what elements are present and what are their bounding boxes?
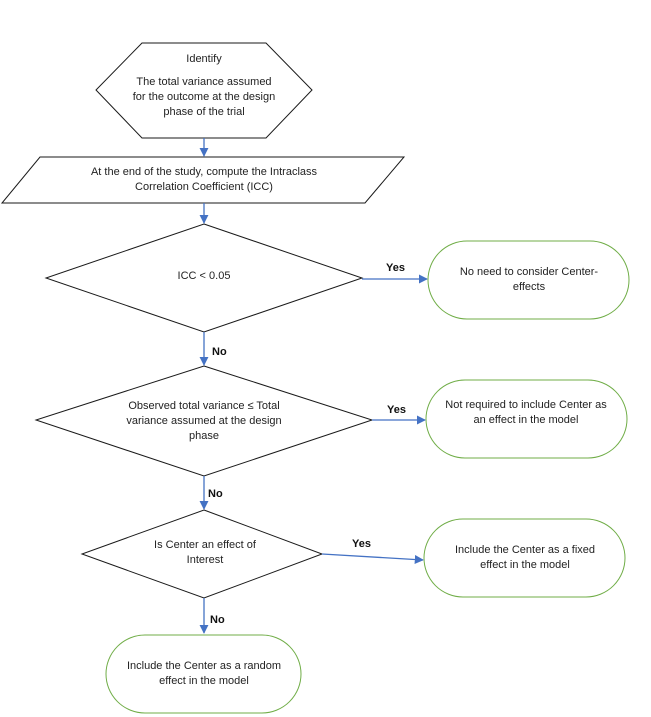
interest-decision-label: Is Center an effect of Interest	[140, 534, 270, 572]
fixed-effect-terminal	[423, 518, 626, 598]
not-required-text: Not required to include Center as an eff…	[445, 399, 607, 426]
compute-parallelogram	[0, 156, 406, 204]
identify-label: Identify The total variance assumed for …	[133, 52, 275, 132]
identify-title: Identify	[186, 53, 222, 65]
icc-decision-text: ICC < 0.05	[177, 269, 231, 282]
identify-hexagon	[95, 42, 313, 139]
edge-label-yes-variance: Yes	[387, 404, 406, 416]
edge-label-yes-interest: Yes	[352, 538, 371, 550]
random-effect-terminal	[105, 634, 302, 714]
edge-label-no-variance: No	[208, 488, 223, 500]
variance-decision-label: Observed total variance ≤ Total variance…	[120, 396, 288, 446]
random-effect-label: Include the Center as a random effect in…	[118, 652, 290, 696]
arrow-interest-yes	[321, 553, 424, 565]
no-center-effects-label: No need to consider Center-effects	[448, 256, 610, 304]
fixed-effect-text: Include the Center as a fixed effect in …	[454, 544, 596, 571]
identify-body: The total variance assumed for the outco…	[132, 76, 276, 118]
no-center-effects-terminal	[427, 240, 630, 320]
fixed-effect-label: Include the Center as a fixed effect in …	[444, 536, 606, 580]
random-effect-text: Include the Center as a random effect in…	[126, 660, 282, 687]
compute-text: At the end of the study, compute the Int…	[90, 166, 318, 193]
interest-decision-text: Is Center an effect of Interest	[154, 539, 256, 566]
not-required-terminal	[425, 379, 628, 459]
icc-decision-label: ICC < 0.05	[130, 262, 278, 290]
edge-label-no-icc: No	[212, 346, 227, 358]
edge-label-no-interest: No	[210, 614, 225, 626]
compute-label: At the end of the study, compute the Int…	[90, 160, 318, 200]
edge-label-yes-icc: Yes	[386, 262, 405, 274]
variance-decision-text: Observed total variance ≤ Total variance…	[126, 399, 282, 442]
not-required-label: Not required to include Center as an eff…	[440, 393, 612, 433]
no-center-effects-text: No need to consider Center-effects	[459, 266, 599, 293]
